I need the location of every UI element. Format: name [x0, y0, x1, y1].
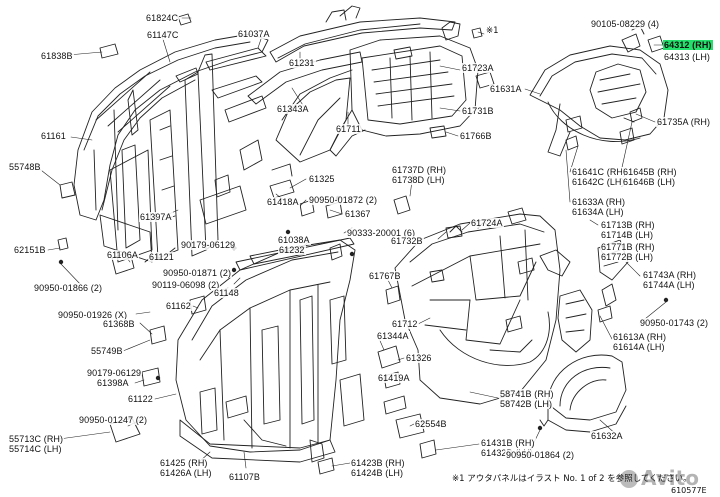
- callout-61147c[interactable]: 61147C: [146, 30, 180, 40]
- callout-90950-01871[interactable]: 90950-01871 (2): [162, 268, 233, 278]
- callout-61732b[interactable]: 61732B: [390, 236, 424, 246]
- callout-61631a[interactable]: 61631A: [489, 84, 523, 94]
- callout-61325[interactable]: 61325: [308, 174, 336, 184]
- callout-61613a-rh[interactable]: 61613A (RH): [612, 332, 668, 342]
- callout-90179-06129-b[interactable]: 90179-06129: [86, 368, 143, 378]
- callout-61398a[interactable]: 61398A: [96, 378, 130, 388]
- callout-61632a[interactable]: 61632A: [590, 431, 624, 441]
- callout-61424b-lh[interactable]: 61424B (LH): [350, 468, 405, 478]
- callout-61431b-rh[interactable]: 61431B (RH): [480, 438, 536, 448]
- callout-61724a[interactable]: 61724A: [470, 218, 504, 228]
- callout-55713c-rh[interactable]: 55713C (RH): [8, 434, 65, 444]
- callout-61712[interactable]: 61712: [391, 319, 419, 329]
- callout-61232[interactable]: 61232: [278, 245, 306, 255]
- front-body-pillar-group: [57, 13, 269, 275]
- callout-61425-rh[interactable]: 61425 (RH): [159, 458, 209, 468]
- callout-90950-01247[interactable]: 90950-01247 (2): [78, 415, 149, 425]
- callout-61735a-rh[interactable]: 61735A (RH): [656, 117, 712, 127]
- callout-61634a-lh[interactable]: 61634A (LH): [571, 207, 625, 217]
- callout-61838b[interactable]: 61838B: [40, 51, 74, 61]
- callout-62554b[interactable]: 62554B: [414, 419, 448, 429]
- callout-61766b[interactable]: 61766B: [459, 131, 493, 141]
- callout-61344a[interactable]: 61344A: [376, 331, 410, 341]
- page-code: 610577E: [671, 486, 707, 495]
- callout-90333-20001[interactable]: 90333-20001 (6): [346, 228, 417, 238]
- rear-wheel-house-group: [529, 25, 669, 157]
- lower-body-side-group: [109, 237, 365, 475]
- callout-90950-01872[interactable]: 90950-01872 (2): [308, 195, 379, 205]
- callout-58742b-lh[interactable]: 58742B (LH): [499, 399, 554, 409]
- callout-61772b-lh[interactable]: 61772B (LH): [600, 252, 655, 262]
- callout-61121[interactable]: 61121: [148, 252, 175, 262]
- avito-logo-icon: [620, 470, 638, 488]
- callout-61711[interactable]: 61711: [335, 124, 362, 134]
- avito-watermark: Avito: [620, 466, 699, 490]
- rear-wheel-arch-group: [539, 354, 627, 433]
- callout-61148[interactable]: 61148: [213, 288, 240, 298]
- roof-side-rail-group: [247, 5, 483, 163]
- callout-90105-08229[interactable]: 90105-08229 (4): [590, 19, 661, 29]
- callout-61418a[interactable]: 61418A: [266, 197, 300, 207]
- callout-61713b-rh[interactable]: 61713B (RH): [600, 220, 656, 230]
- callout-61771b-rh[interactable]: 61771B (RH): [600, 242, 656, 252]
- callout-61642c-lh[interactable]: 61642C (LH): [571, 177, 626, 187]
- callout-55748b[interactable]: 55748B: [8, 162, 42, 172]
- callout-61737d-rh[interactable]: 61737D (RH): [391, 165, 448, 175]
- callout-90179-06129-a[interactable]: 90179-06129: [180, 240, 237, 250]
- callout-61723a[interactable]: 61723A: [461, 63, 495, 73]
- callout-61423b-rh[interactable]: 61423B (RH): [350, 458, 406, 468]
- callout-90119-06098[interactable]: 90119-06098 (2): [151, 280, 221, 290]
- callout-61368b[interactable]: 61368B: [102, 319, 136, 329]
- callout-61107b[interactable]: 61107B: [228, 472, 261, 482]
- callout-61824c[interactable]: 61824C: [145, 13, 180, 23]
- callout-61767b[interactable]: 61767B: [368, 271, 402, 281]
- callout-61633a-rh[interactable]: 61633A (RH): [571, 197, 627, 207]
- callout-90950-01864[interactable]: 90950-01864 (2): [505, 450, 576, 460]
- callout-55714c-lh[interactable]: 55714C (LH): [8, 444, 63, 454]
- callout-61122[interactable]: 61122: [127, 394, 154, 404]
- reference-mark-star: ※1: [486, 26, 499, 36]
- callout-64313-lh[interactable]: 64313 (LH): [663, 52, 712, 62]
- callout-90950-01743[interactable]: 90950-01743 (2): [639, 318, 710, 328]
- callout-61419a[interactable]: 61419A: [377, 373, 411, 383]
- callout-61161[interactable]: 61161: [40, 131, 67, 141]
- callout-61037a[interactable]: 61037A: [237, 29, 271, 39]
- callout-61614a-lh[interactable]: 61614A (LH): [612, 342, 666, 352]
- callout-90950-01866[interactable]: 90950-01866 (2): [33, 283, 104, 293]
- callout-61426a-lh[interactable]: 61426A (LH): [159, 468, 213, 478]
- callout-61162[interactable]: 61162: [165, 301, 192, 311]
- callout-55749b[interactable]: 55749B: [90, 346, 124, 356]
- callout-61738d-lh[interactable]: 61738D (LH): [391, 175, 446, 185]
- callout-64312-rh[interactable]: 64312 (RH): [663, 40, 713, 50]
- callout-61744a-lh[interactable]: 61744A (LH): [642, 280, 696, 290]
- callout-61743a-rh[interactable]: 61743A (RH): [642, 270, 698, 280]
- callout-61231[interactable]: 61231: [288, 58, 316, 68]
- footnote: ※1 アウタパネルはイラスト No. 1 of 2 を参照してください。: [452, 474, 692, 484]
- callout-61038a[interactable]: 61038A: [277, 235, 311, 245]
- callout-61646b-lh[interactable]: 61646B (LH): [622, 177, 677, 187]
- callout-90950-01926[interactable]: 90950-01926 (X): [57, 310, 129, 320]
- callout-61367[interactable]: 61367: [344, 209, 372, 219]
- callout-58741b-rh[interactable]: 58741B (RH): [499, 389, 555, 399]
- callout-61731b[interactable]: 61731B: [461, 106, 495, 116]
- callout-61397a[interactable]: 61397A: [139, 212, 173, 222]
- callout-61645b-rh[interactable]: 61645B (RH): [622, 167, 678, 177]
- callout-61343a[interactable]: 61343A: [276, 104, 310, 114]
- callout-61641c-rh[interactable]: 61641C (RH): [571, 167, 628, 177]
- callout-61106a[interactable]: 61106A: [106, 250, 139, 260]
- callout-61714b-lh[interactable]: 61714B (LH): [600, 230, 655, 240]
- callout-62151b[interactable]: 62151B: [13, 245, 47, 255]
- callout-61326[interactable]: 61326: [405, 353, 433, 363]
